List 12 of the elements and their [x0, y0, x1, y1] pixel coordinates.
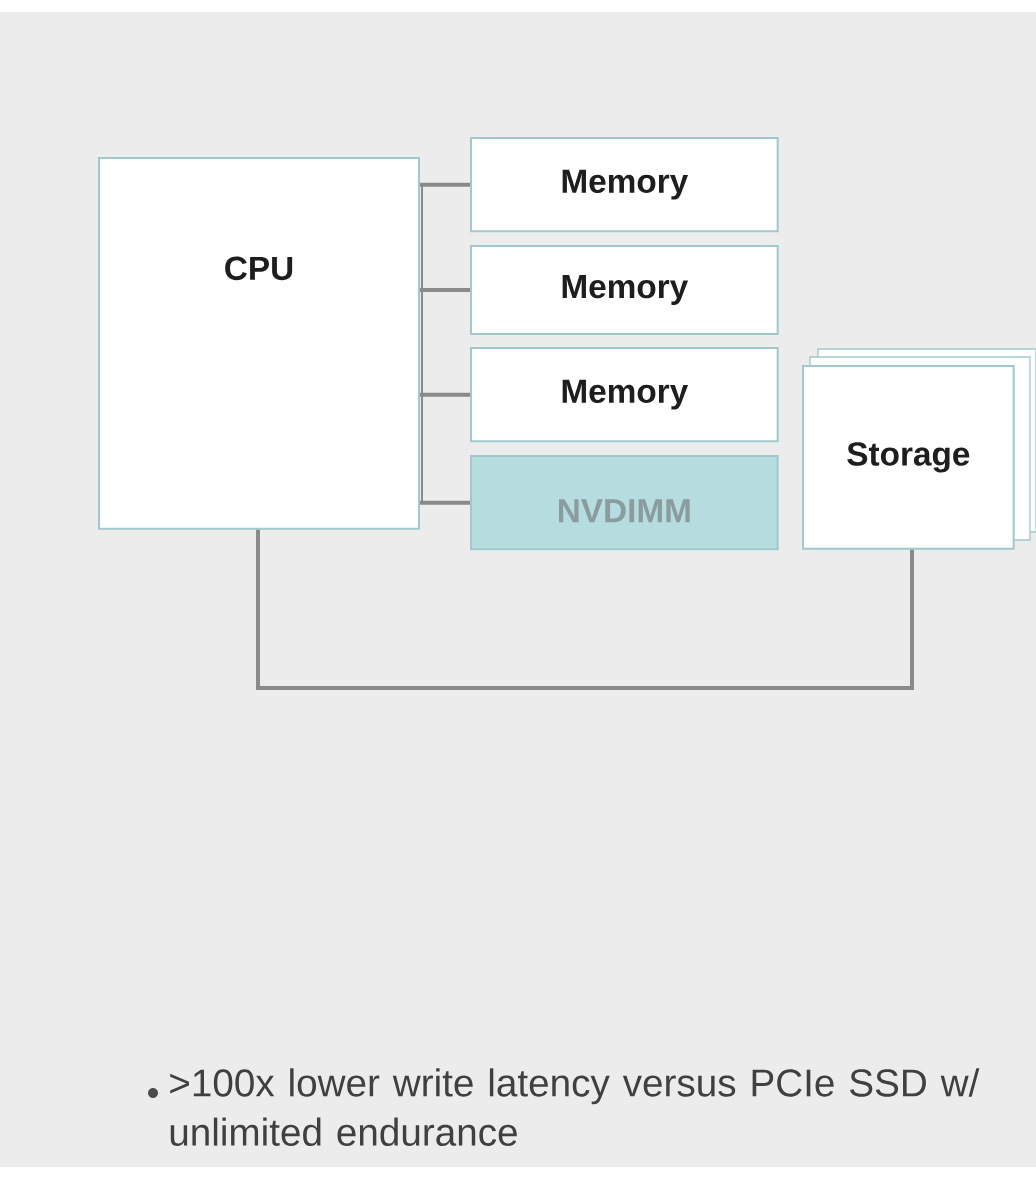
storage-box: Storage [802, 365, 1015, 550]
memory-box: Memory [470, 137, 779, 233]
connector-line [256, 529, 914, 690]
bullet-text: >100x lower write latency versus PCIe SSD w/ unlimited endurance [170, 1068, 980, 1146]
nvdimm-box: NVDIMM [470, 455, 779, 551]
connector-line [420, 392, 470, 397]
cpu-box: CPU [98, 157, 420, 530]
connector-line [420, 500, 470, 505]
connector-line [420, 182, 470, 187]
memory-box: Memory [470, 347, 779, 443]
connector-line [420, 288, 470, 292]
memory-box: Memory [470, 245, 779, 335]
